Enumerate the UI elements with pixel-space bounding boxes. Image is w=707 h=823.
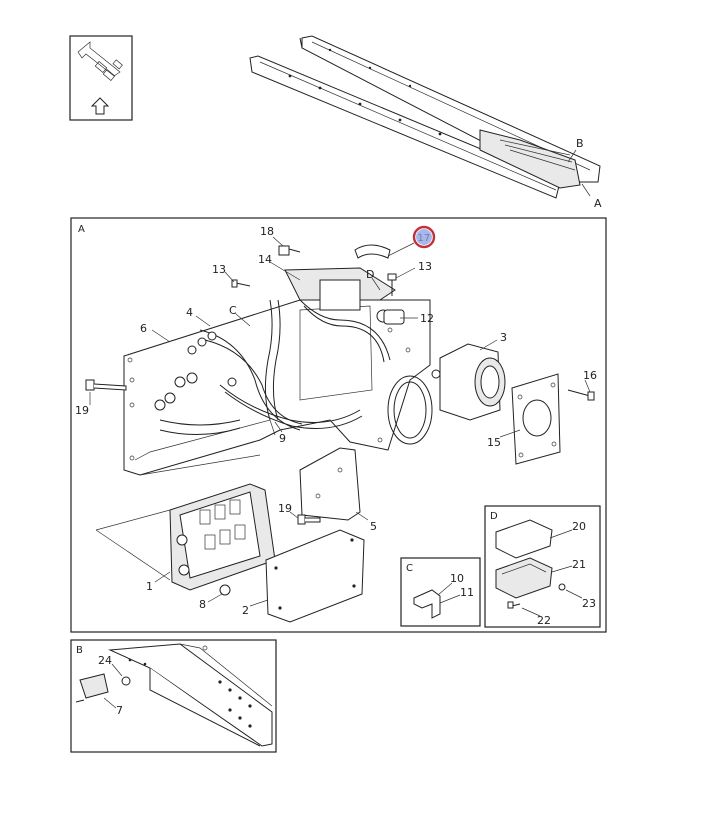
callout-13-right: 13: [418, 260, 432, 273]
detail-d-label: D: [490, 511, 498, 522]
callout-10: 10: [450, 572, 464, 585]
callout-16: 16: [583, 369, 597, 382]
detail-d-housing: [495, 519, 583, 617]
screw-19-left: [85, 379, 127, 391]
callout-6: 6: [140, 322, 147, 335]
orientation-arrow-icon: [77, 41, 123, 115]
callout-23: 23: [582, 597, 596, 610]
battery-main-switch: [431, 343, 506, 421]
callout-22: 22: [537, 614, 551, 627]
callout-19-left: 19: [75, 404, 89, 417]
callout-5: 5: [370, 520, 377, 533]
callout-13-left: 13: [212, 263, 226, 276]
callout-3: 3: [500, 331, 507, 344]
detail-c-clip: [413, 582, 461, 619]
callout-subassembly-d: D: [366, 268, 374, 281]
callout-18: 18: [260, 225, 274, 238]
overview-callout-b: B: [576, 137, 584, 150]
callout-24: 24: [98, 654, 112, 667]
detail-b-frame: [70, 639, 277, 753]
callout-4: 4: [186, 306, 193, 319]
callout-subassembly-c: C: [229, 304, 237, 317]
screw-18: [278, 245, 301, 256]
panel-a-callouts: 18 14 13 13 D C 4 6 12 3 16 15 19 9 5 19…: [75, 225, 597, 617]
screw-13-left: [231, 279, 251, 288]
detail-c-label: C: [406, 563, 413, 574]
callout-17: 17: [418, 233, 431, 244]
callout-15: 15: [487, 436, 501, 449]
callout-8: 8: [199, 598, 206, 611]
callout-9: 9: [279, 432, 286, 445]
detail-b-label: B: [76, 645, 83, 656]
upper-bracket: [284, 244, 405, 325]
mounting-plate: [123, 299, 431, 476]
callout-2: 2: [242, 604, 249, 617]
panel-a-label: A: [78, 224, 85, 235]
cable-harness: [159, 299, 433, 445]
screw-19-middle: [297, 514, 321, 525]
leader-lines: [89, 236, 591, 607]
callout-11: 11: [460, 586, 474, 599]
callout-12: 12: [420, 312, 434, 325]
detail-d-frame: [484, 505, 601, 628]
screw-16: [567, 389, 595, 401]
control-unit: [95, 454, 276, 591]
callout-7: 7: [116, 704, 123, 717]
detail-b-bracket: [75, 663, 131, 709]
callout-14: 14: [258, 253, 272, 266]
screw-13-right: [387, 273, 397, 296]
callout-20: 20: [572, 520, 586, 533]
panel-a-frame: [70, 217, 607, 633]
orientation-box: [69, 35, 133, 121]
detail-b-rail: [108, 643, 273, 747]
overview-callout-a: A: [594, 197, 602, 210]
highlight-17[interactable]: 17: [412, 225, 436, 249]
cover-bracket: [299, 447, 361, 521]
detail-c-frame: [400, 557, 481, 627]
callout-19-middle: 19: [278, 502, 292, 515]
callout-1: 1: [146, 580, 153, 593]
cover-plate: [265, 529, 365, 623]
gasket-plate: [511, 373, 561, 465]
cable-lugs: [154, 331, 237, 411]
chassis-overview: B A: [249, 35, 602, 210]
callout-21: 21: [572, 558, 586, 571]
nut-8: [219, 584, 231, 596]
